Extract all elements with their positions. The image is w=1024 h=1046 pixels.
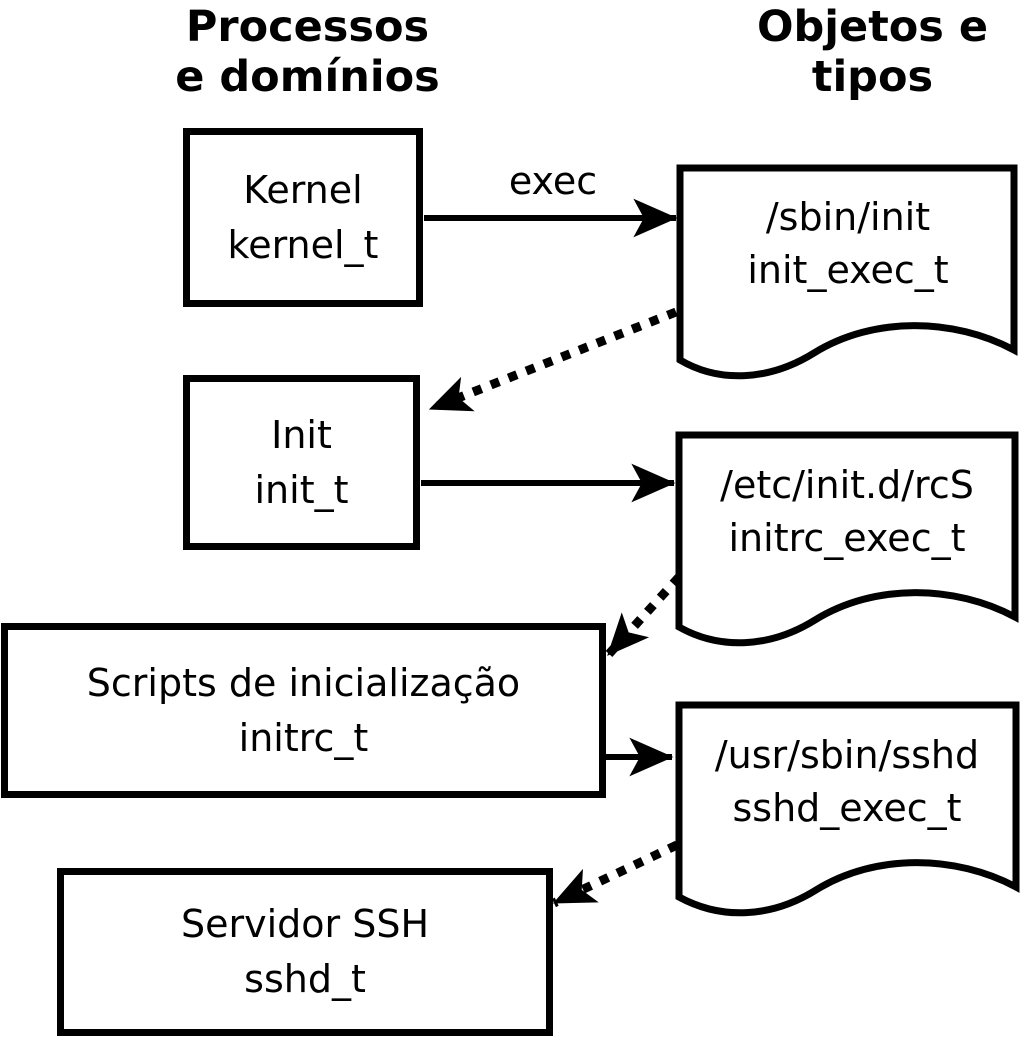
- process-name-init-scripts: Scripts de inicialização: [86, 660, 521, 705]
- object-type-etc-initd-rcs: initrc_exec_t: [728, 516, 966, 560]
- process-type-init: init_t: [254, 467, 349, 512]
- process-name-init: Init: [271, 412, 332, 457]
- object-label-etc-initd-rcs: /etc/init.d/rcS initrc_exec_t: [691, 448, 1003, 576]
- object-label-sbin-init: /sbin/init init_exec_t: [692, 180, 1004, 308]
- process-box-init-scripts: Scripts de inicialização initrc_t: [1, 623, 606, 798]
- document-shape-sbin-init: [676, 164, 1018, 380]
- process-box-init: Init init_t: [183, 375, 420, 550]
- process-box-kernel: Kernel kernel_t: [183, 128, 423, 307]
- document-shape-usr-sbin-sshd: [675, 701, 1020, 917]
- edge-label-exec: exec: [508, 159, 598, 203]
- column-header-processes: Processos e domínios: [175, 2, 440, 102]
- object-label-usr-sbin-sshd: /usr/sbin/sshd sshd_exec_t: [689, 718, 1005, 846]
- process-box-ssh-server: Servidor SSH sshd_t: [57, 868, 553, 1036]
- object-type-usr-sbin-sshd: sshd_exec_t: [732, 786, 962, 830]
- object-path-sbin-init: /sbin/init: [765, 195, 931, 239]
- process-type-kernel: kernel_t: [227, 222, 379, 267]
- process-type-init-scripts: initrc_t: [238, 715, 369, 760]
- process-name-ssh-server: Servidor SSH: [180, 902, 430, 946]
- object-type-sbin-init: init_exec_t: [747, 248, 949, 292]
- object-path-etc-initd-rcs: /etc/init.d/rcS: [720, 463, 974, 507]
- process-name-kernel: Kernel: [243, 167, 363, 212]
- column-header-objects: Objetos e tipos: [756, 2, 989, 102]
- document-shape-etc-initd-rcs: [675, 431, 1019, 647]
- process-type-ssh-server: sshd_t: [244, 957, 366, 1001]
- object-path-usr-sbin-sshd: /usr/sbin/sshd: [714, 733, 980, 777]
